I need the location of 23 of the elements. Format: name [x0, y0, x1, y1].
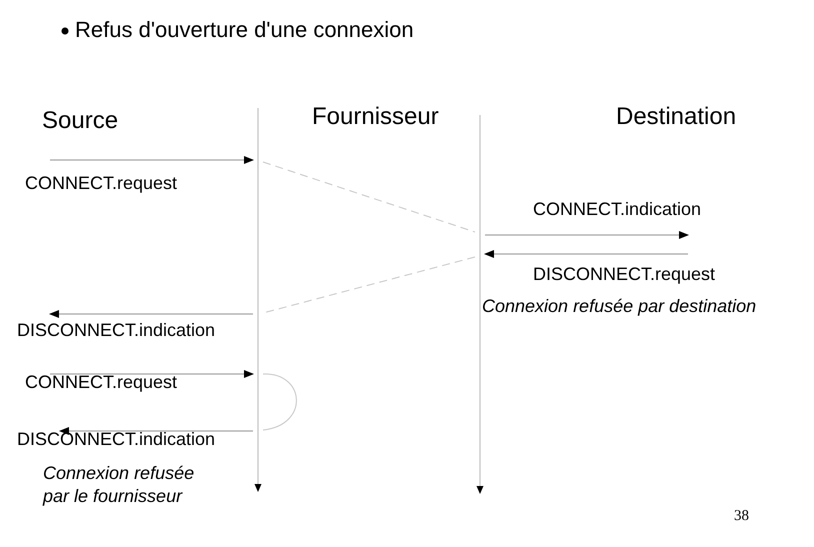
message-label: DISCONNECT.indication — [17, 320, 216, 341]
column-heading: Source — [42, 107, 118, 135]
message-label: CONNECT.request — [25, 173, 178, 194]
message-label: DISCONNECT.indication — [17, 429, 216, 450]
connector-line — [262, 374, 297, 430]
message-label: CONNECT.indication — [533, 199, 702, 220]
column-heading: Destination — [616, 103, 736, 131]
arrow — [484, 231, 689, 239]
page-number: 38 — [734, 508, 749, 525]
time-axis-line — [253, 108, 263, 492]
arrow — [59, 427, 254, 435]
arrow — [49, 310, 254, 318]
dashed-line — [262, 162, 476, 232]
message-label: CONNECT.request — [25, 372, 178, 393]
note-text: Connexion refusée par destination — [482, 296, 756, 317]
column-heading: Fournisseur — [312, 103, 439, 131]
time-axis-line — [475, 115, 485, 494]
arrow — [484, 250, 688, 258]
slide-title: Refus d'ouverture d'une connexion — [75, 17, 414, 43]
arrow — [50, 156, 254, 164]
message-label: DISCONNECT.request — [533, 264, 716, 285]
note-text: Connexion refusée par le fournisseur — [43, 462, 196, 508]
arrow — [50, 370, 254, 378]
